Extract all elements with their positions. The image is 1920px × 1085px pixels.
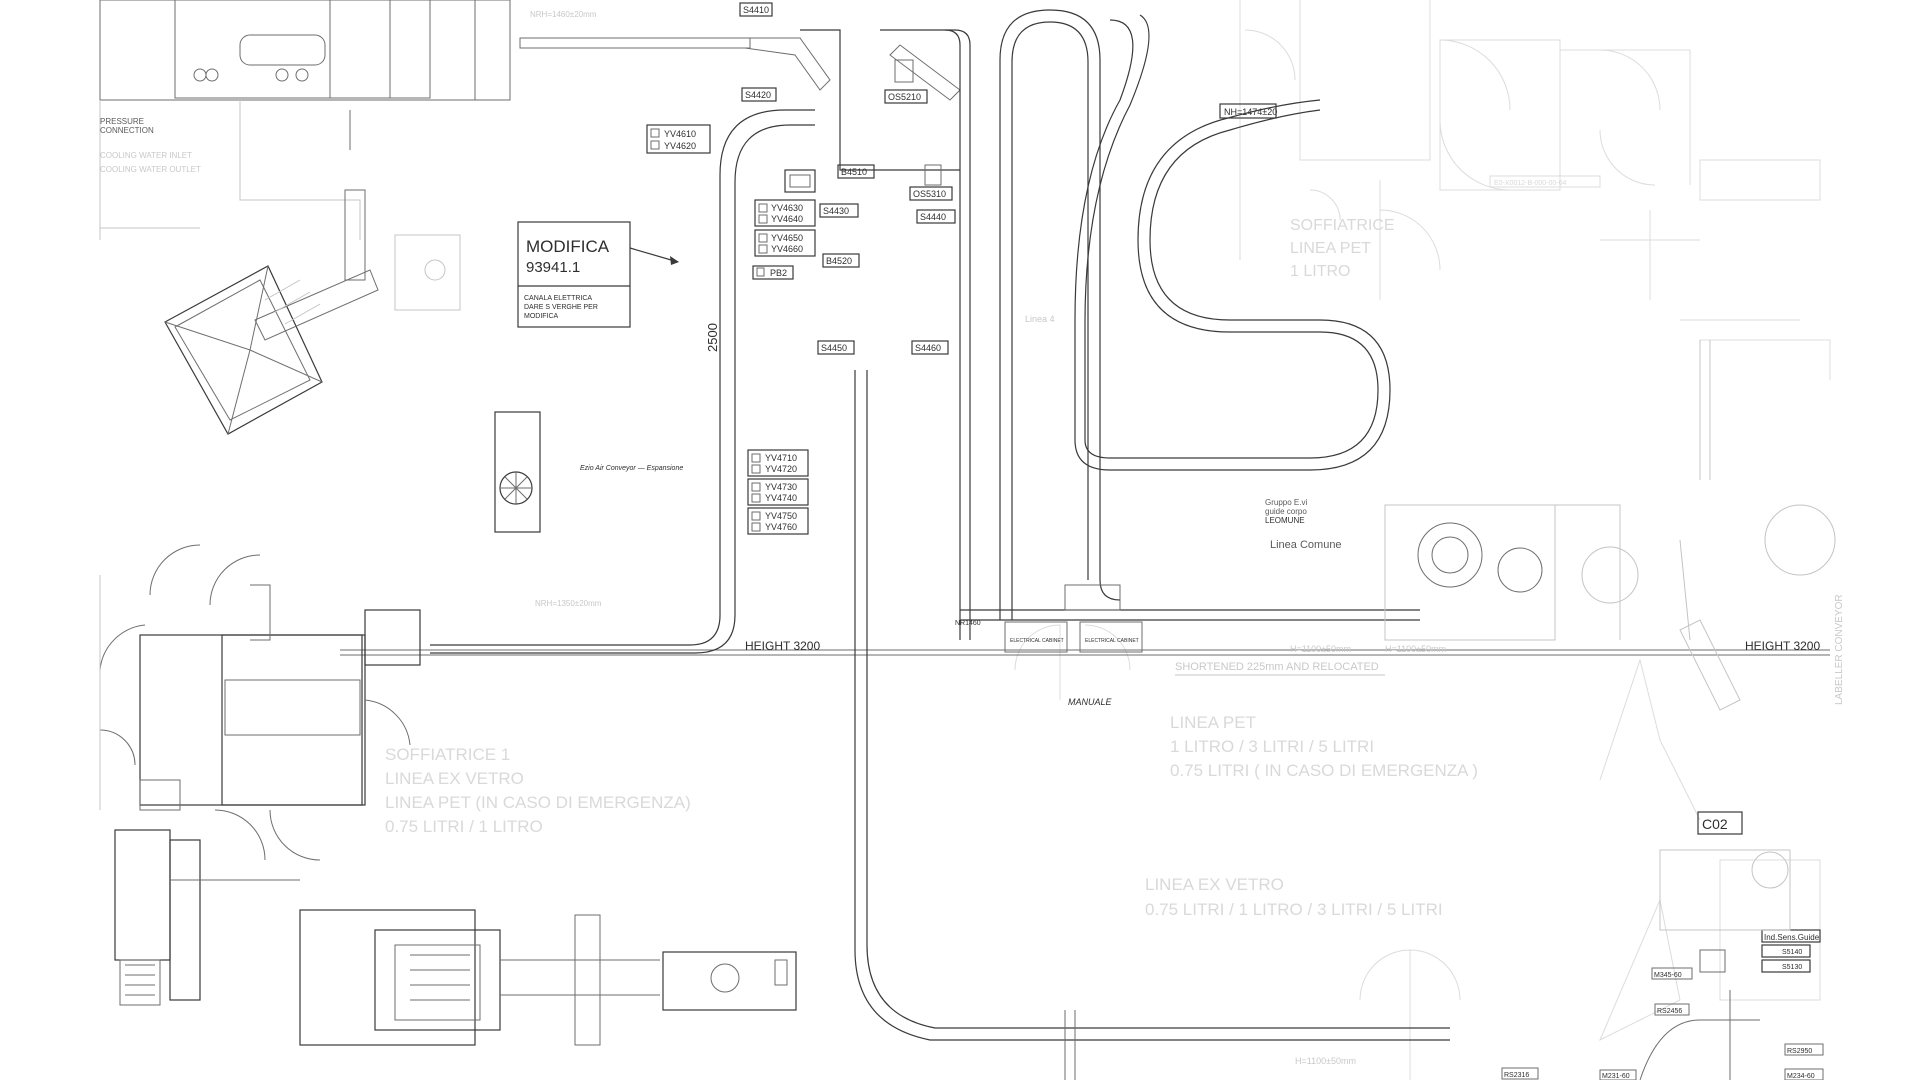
svg-text:1 LITRO / 3 LITRI / 5 LITRI: 1 LITRO / 3 LITRI / 5 LITRI bbox=[1170, 737, 1374, 756]
fan-box: Ezio Air Conveyor — Espansione bbox=[494, 411, 683, 533]
svg-text:93941.1: 93941.1 bbox=[526, 259, 580, 276]
svg-text:H=1100±50mm: H=1100±50mm bbox=[1385, 644, 1446, 654]
svg-text:NH=1474±20: NH=1474±20 bbox=[1224, 107, 1277, 117]
svg-text:S4460: S4460 bbox=[915, 343, 941, 353]
svg-text:Ind.Sens.Guide: Ind.Sens.Guide bbox=[1764, 933, 1820, 942]
svg-text:YV4620: YV4620 bbox=[664, 141, 696, 151]
svg-text:S4430: S4430 bbox=[823, 206, 849, 216]
svg-text:COOLING WATER INLET: COOLING WATER INLET bbox=[100, 151, 192, 160]
svg-text:RS2316: RS2316 bbox=[1504, 1072, 1529, 1079]
svg-text:B4510: B4510 bbox=[841, 167, 867, 177]
svg-text:OS5310: OS5310 bbox=[913, 189, 946, 199]
svg-text:LEOMUNE: LEOMUNE bbox=[1265, 516, 1305, 525]
svg-text:COOLING WATER OUTLET: COOLING WATER OUTLET bbox=[100, 165, 201, 174]
svg-text:guide corpo: guide corpo bbox=[1265, 507, 1307, 516]
svg-text:HEIGHT 3200: HEIGHT 3200 bbox=[1745, 639, 1820, 653]
svg-text:Gruppo E.vi: Gruppo E.vi bbox=[1265, 498, 1307, 507]
top-left-machine: PRESSURE CONNECTION COOLING WATER INLET … bbox=[99, 0, 511, 311]
svg-text:PRESSURE: PRESSURE bbox=[100, 117, 144, 126]
svg-text:LINEA PET: LINEA PET bbox=[1290, 240, 1371, 257]
svg-text:CONNECTION: CONNECTION bbox=[100, 126, 154, 135]
svg-text:YV4640: YV4640 bbox=[771, 214, 803, 224]
svg-text:S5140: S5140 bbox=[1782, 949, 1802, 956]
modifica-note: MODIFICA 93941.1 CANALA ELETTRICA DARE S… bbox=[517, 221, 679, 328]
svg-text:ELECTRICAL CABINET: ELECTRICAL CABINET bbox=[1085, 638, 1139, 644]
svg-text:YV4630: YV4630 bbox=[771, 203, 803, 213]
svg-text:0.75 LITRI / 1 LITRO / 3 LITRI: 0.75 LITRI / 1 LITRO / 3 LITRI / 5 LITRI bbox=[1145, 900, 1443, 919]
svg-text:Linea 4: Linea 4 bbox=[1025, 314, 1055, 324]
svg-text:ELECTRICAL CABINET: ELECTRICAL CABINET bbox=[1010, 638, 1064, 644]
svg-text:S4440: S4440 bbox=[920, 212, 946, 222]
svg-text:SOFFIATRICE: SOFFIATRICE bbox=[1290, 217, 1395, 234]
svg-text:E0-X0012-B-000-00-04: E0-X0012-B-000-00-04 bbox=[1494, 180, 1566, 187]
svg-text:S5130: S5130 bbox=[1782, 964, 1802, 971]
svg-text:Linea Comune: Linea Comune bbox=[1270, 539, 1342, 551]
svg-text:OS5210: OS5210 bbox=[888, 92, 921, 102]
svg-text:C02: C02 bbox=[1702, 816, 1728, 832]
svg-text:MODIFICA: MODIFICA bbox=[526, 237, 610, 256]
svg-text:MODIFICA: MODIFICA bbox=[524, 313, 559, 320]
bottom-conveyors: H=1100±50mm bbox=[854, 370, 1450, 1080]
svg-text:YV4710: YV4710 bbox=[765, 453, 797, 463]
lower-left-machine bbox=[114, 829, 797, 1046]
svg-text:B4520: B4520 bbox=[826, 256, 852, 266]
svg-text:LINEA PET: LINEA PET bbox=[1170, 713, 1256, 732]
svg-text:Ezio Air Conveyor — Espansione: Ezio Air Conveyor — Espansione bbox=[580, 465, 683, 472]
s-conveyor: NH=1474±20 Linea 4 bbox=[999, 9, 1391, 620]
svg-text:YV4660: YV4660 bbox=[771, 244, 803, 254]
svg-text:NRH=1350±20mm: NRH=1350±20mm bbox=[535, 599, 602, 608]
faint-annotations: SOFFIATRICE LINEA PET 1 LITRO LINEA PET … bbox=[385, 175, 1601, 919]
svg-text:YV4610: YV4610 bbox=[664, 129, 696, 139]
right-machine bbox=[1384, 340, 1836, 711]
svg-text:YV4650: YV4650 bbox=[771, 233, 803, 243]
svg-text:LABELLER CONVEYOR: LABELLER CONVEYOR bbox=[1834, 594, 1845, 705]
svg-text:LINEA EX VETRO: LINEA EX VETRO bbox=[385, 769, 524, 788]
svg-text:YV4740: YV4740 bbox=[765, 493, 797, 503]
svg-text:YV4760: YV4760 bbox=[765, 522, 797, 532]
sensor-tags: S4410 S4420 S4430 S4440 S4450 S4460 B451… bbox=[739, 2, 956, 355]
svg-text:LINEA EX VETRO: LINEA EX VETRO bbox=[1145, 875, 1284, 894]
yv-solenoid-boxes: YV4610 YV4620 YV4630 YV4640 YV4650 YV466… bbox=[646, 124, 816, 535]
svg-text:PB2: PB2 bbox=[770, 268, 787, 278]
svg-text:1 LITRO: 1 LITRO bbox=[1290, 263, 1350, 280]
svg-text:2500: 2500 bbox=[705, 323, 720, 352]
background-building-plan bbox=[1014, 0, 1831, 1080]
svg-text:0.75 LITRI / 1 LITRO: 0.75 LITRI / 1 LITRO bbox=[385, 817, 543, 836]
main-conveyor: ELECTRICAL CABINET ELECTRICAL CABINET NR… bbox=[955, 498, 1446, 707]
svg-text:S4420: S4420 bbox=[745, 90, 771, 100]
svg-text:0.75 LITRI ( IN CASO DI EMERGE: 0.75 LITRI ( IN CASO DI EMERGENZA ) bbox=[1170, 761, 1478, 780]
svg-text:H=1100±50mm: H=1100±50mm bbox=[1295, 1056, 1356, 1066]
svg-text:SHORTENED 225mm AND RELOCATED: SHORTENED 225mm AND RELOCATED bbox=[1175, 661, 1379, 673]
svg-text:YV4750: YV4750 bbox=[765, 511, 797, 521]
left-blow-moulder bbox=[99, 544, 421, 861]
left-conveyor-loop: 2500 NRH=1350±20mm NRH=1460±20mm bbox=[430, 10, 971, 654]
svg-text:SOFFIATRICE 1: SOFFIATRICE 1 bbox=[385, 745, 510, 764]
svg-text:M231-60: M231-60 bbox=[1602, 1073, 1630, 1080]
height-reference-line: HEIGHT 3200 HEIGHT 3200 bbox=[340, 639, 1830, 656]
svg-text:M345-60: M345-60 bbox=[1654, 972, 1682, 979]
hopper bbox=[164, 265, 379, 435]
svg-text:MANUALE: MANUALE bbox=[1068, 697, 1113, 707]
svg-text:H=1100±50mm: H=1100±50mm bbox=[1290, 644, 1351, 654]
svg-text:CANALA ELETTRICA: CANALA ELETTRICA bbox=[524, 295, 592, 302]
svg-text:YV4720: YV4720 bbox=[765, 464, 797, 474]
svg-text:S4450: S4450 bbox=[821, 343, 847, 353]
svg-text:YV4730: YV4730 bbox=[765, 482, 797, 492]
svg-text:HEIGHT 3200: HEIGHT 3200 bbox=[745, 639, 820, 653]
right-bottom-block: C02 Ind.Sens.Guide S5140 S5130 M345-60 R… bbox=[1501, 594, 1845, 1081]
svg-text:DARE S VERGHE PER: DARE S VERGHE PER bbox=[524, 304, 598, 311]
svg-text:NRH=1460±20mm: NRH=1460±20mm bbox=[530, 10, 597, 19]
svg-text:NR1460: NR1460 bbox=[955, 620, 981, 627]
svg-text:S4410: S4410 bbox=[743, 5, 769, 15]
svg-text:RS2950: RS2950 bbox=[1787, 1048, 1812, 1055]
svg-text:LINEA PET (IN CASO DI EMERGENZ: LINEA PET (IN CASO DI EMERGENZA) bbox=[385, 793, 691, 812]
svg-text:RS2456: RS2456 bbox=[1657, 1008, 1682, 1015]
svg-text:M234-60: M234-60 bbox=[1787, 1073, 1815, 1080]
